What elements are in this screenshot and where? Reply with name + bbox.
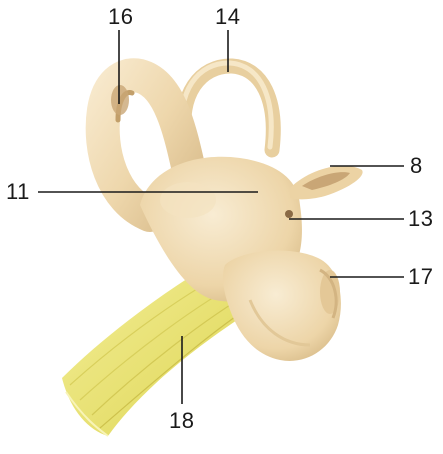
- label-16: 16: [108, 6, 133, 28]
- label-11: 11: [6, 181, 30, 203]
- lateral-semicircular-canal: [290, 166, 363, 200]
- cochlea: [223, 251, 341, 361]
- oval-window: [285, 210, 293, 218]
- label-18: 18: [169, 410, 194, 432]
- label-13: 13: [408, 208, 433, 230]
- label-14: 14: [215, 6, 240, 28]
- label-17: 17: [408, 266, 433, 288]
- label-8: 8: [410, 155, 423, 177]
